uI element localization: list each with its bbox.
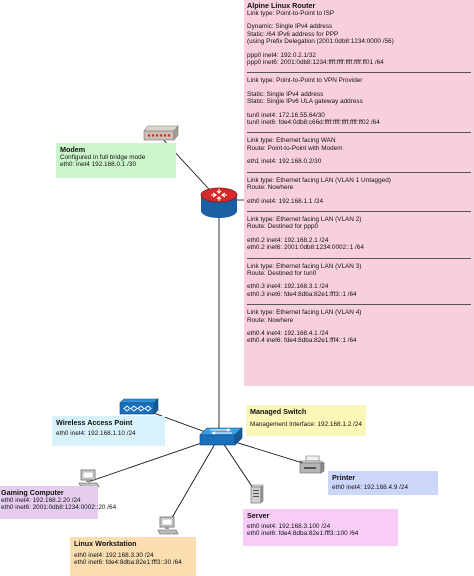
switch-icon[interactable] (199, 427, 243, 447)
server-line: eth0 inet4: 192.168.3.100 /24 (247, 523, 331, 530)
access-point-line: eth0 inet4: 192.168.1.10 /24 (56, 430, 136, 437)
workstation-line: eth0 inet4: 192.168.3.30 /24 (74, 552, 154, 559)
router-line: Route: Point-to-Point with Modem (247, 144, 343, 152)
server-box: Server eth0 inet4: 192.168.3.100 /24 eth… (243, 509, 398, 546)
router-line: ppp0 inet6: 2001:0db8:1234:ffff:ffff:fff… (247, 59, 384, 67)
router-info-panel: Alpine Linux Router Link type: Point-to-… (244, 0, 474, 386)
router-section: Link type: Ethernet facing LAN (VLAN 4)R… (247, 309, 471, 345)
modem-icon[interactable] (143, 125, 179, 141)
workstation-box: Linux Workstation eth0 inet4: 192.168.3.… (70, 537, 196, 576)
modem-title: Modem (60, 145, 86, 154)
modem-line: Configured in full bridge mode (60, 154, 146, 161)
router-line: Link type: Ethernet facing LAN (VLAN 2) (247, 215, 362, 223)
modem-line: eth0: inet4 192.168.0.1 /30 (60, 161, 137, 169)
access-point-icon[interactable] (119, 398, 159, 416)
gaming-computer-box: Gaming Computer eth0 inet4: 192.168.2.20… (0, 486, 117, 519)
printer-box: Printer eth0 inet4: 192.168.4.9 /24 (328, 471, 438, 495)
router-line-group: Link type: Ethernet facing LAN (VLAN 1 U… (247, 177, 471, 192)
router-line-group: Link type: Ethernet facing LAN (VLAN 2)R… (247, 216, 471, 231)
gaming-line: eth0 inet4: 192.168.2.20 /24 (1, 497, 81, 504)
router-line: Route: Nowhere (247, 316, 294, 324)
router-section: Link type: Point-to-Point to VPN Provide… (247, 77, 471, 126)
router-line-group: eth0 inet4: 192.168.1.1 /24 (247, 198, 471, 205)
router-line: Static: Single IPv6 ULA gateway address (247, 98, 363, 106)
router-section: Link type: Ethernet facing LAN (VLAN 2)R… (247, 216, 471, 252)
gaming-line: eth0 inet6: 2001:0db8:1234:0002::20 /64 (1, 504, 117, 512)
router-line: Link type: Ethernet facing WAN (247, 137, 336, 145)
router-line: eth0.3 inet4: 192.168.3.1 /24 (247, 283, 329, 291)
router-line: eth0.2 inet6: 2001:0db8:1234:0002::1 /64 (247, 244, 364, 252)
router-line: Link type: Ethernet facing LAN (VLAN 3) (247, 262, 362, 270)
router-section-divider (247, 210, 471, 212)
router-line: Link type: Ethernet facing LAN (VLAN 1 U… (247, 176, 391, 184)
router-line: Route: Destined for tun0 (247, 269, 317, 277)
modem-box: Modem Configured in full bridge mode eth… (56, 143, 176, 178)
router-line: Static: /64 IPv6 address for PPP (247, 30, 339, 38)
router-line-group: Link type: Point-to-Point to VPN Provide… (247, 77, 471, 84)
router-line: Dynamic: Single IPv4 address (247, 23, 333, 31)
switch-line: Management Interface: 192.168.1.2 /24 (250, 421, 362, 428)
router-line: ppp0 inet4: 192.0.2.1/32 (247, 51, 316, 59)
gaming-title: Gaming Computer (1, 488, 64, 497)
server-icon[interactable] (250, 484, 264, 504)
router-line-group: Link type: Point-to-Point to ISP (247, 10, 471, 17)
router-section: Link type: Ethernet facing LAN (VLAN 1 U… (247, 177, 471, 205)
router-line: eth0.4 inet6: fde4:8dba:82e1:fff4::1 /64 (247, 337, 357, 345)
router-line: Link type: Ethernet facing LAN (VLAN 4) (247, 309, 362, 317)
printer-line: eth0 inet4: 192.168.4.9 /24 (332, 484, 409, 491)
router-line: Route: Nowhere (247, 184, 294, 192)
router-line: eth0.4 inet4: 192.168.4.1 /24 (247, 329, 329, 337)
server-title: Server (247, 511, 270, 520)
link-switch-workstation (165, 436, 220, 529)
router-section-divider (247, 132, 471, 134)
router-line: eth0 inet4: 192.168.1.1 /24 (247, 197, 324, 205)
router-line: tun0 inet4: 172.16.55.64/30 (247, 111, 325, 119)
workstation-title: Linux Workstation (74, 539, 137, 548)
switch-title: Managed Switch (250, 407, 307, 416)
router-line-group: Link type: Ethernet facing LAN (VLAN 3)R… (247, 263, 471, 278)
link-switch-gaming (87, 436, 220, 483)
workstation-line: eth0 inet6: fde4:8dba:82e1:fff3::30 /64 (74, 559, 182, 567)
router-line: eth0.2 inet4: 192.168.2.1 /24 (247, 236, 329, 244)
router-line-group: eth1 inet4: 192.168.0.2/30 (247, 158, 471, 165)
router-section-divider (247, 257, 471, 259)
router-line: eth0.3 inet6: fde4:8dba:82e1:fff3::1 /64 (247, 290, 357, 298)
access-point-title: Wireless Access Point (56, 418, 133, 427)
access-point-box: Wireless Access Point eth0 inet4: 192.16… (52, 416, 165, 446)
router-line: Route: Destined for ppp0 (247, 223, 319, 231)
router-section: Link type: Point-to-Point to ISP Dynamic:… (247, 10, 471, 66)
router-line: tun0 inet6: fde4:0db8:c66d:ffff:ffff:fff… (247, 119, 380, 127)
router-sections: Link type: Point-to-Point to ISP Dynamic:… (247, 10, 471, 345)
router-line: (using Prefix Delegation (2001:0db8:1234… (247, 38, 394, 46)
server-line: eth0 inet6: fde4:8dba:82e1:fff3::100 /64 (247, 530, 359, 538)
router-icon[interactable] (200, 183, 238, 223)
router-line: Link type: Point-to-Point to ISP (247, 10, 335, 17)
router-line-group: Link type: Ethernet facing LAN (VLAN 4)R… (247, 309, 471, 324)
router-line: Static: Single IPv4 address (247, 90, 324, 98)
printer-title: Printer (332, 473, 356, 482)
switch-box: Managed Switch Management Interface: 192… (246, 405, 366, 436)
printer-icon[interactable] (299, 455, 325, 475)
router-section-divider (247, 72, 471, 74)
router-line: eth1 inet4: 192.168.0.2/30 (247, 158, 322, 166)
link-switch-server (218, 436, 258, 495)
router-section-divider (247, 171, 471, 173)
router-section: Link type: Ethernet facing LAN (VLAN 3)R… (247, 263, 471, 299)
workstation-icon[interactable] (157, 516, 179, 536)
router-title: Alpine Linux Router (247, 1, 316, 10)
router-section-divider (247, 304, 471, 306)
router-line: Link type: Point-to-Point to VPN Provide… (247, 77, 363, 85)
